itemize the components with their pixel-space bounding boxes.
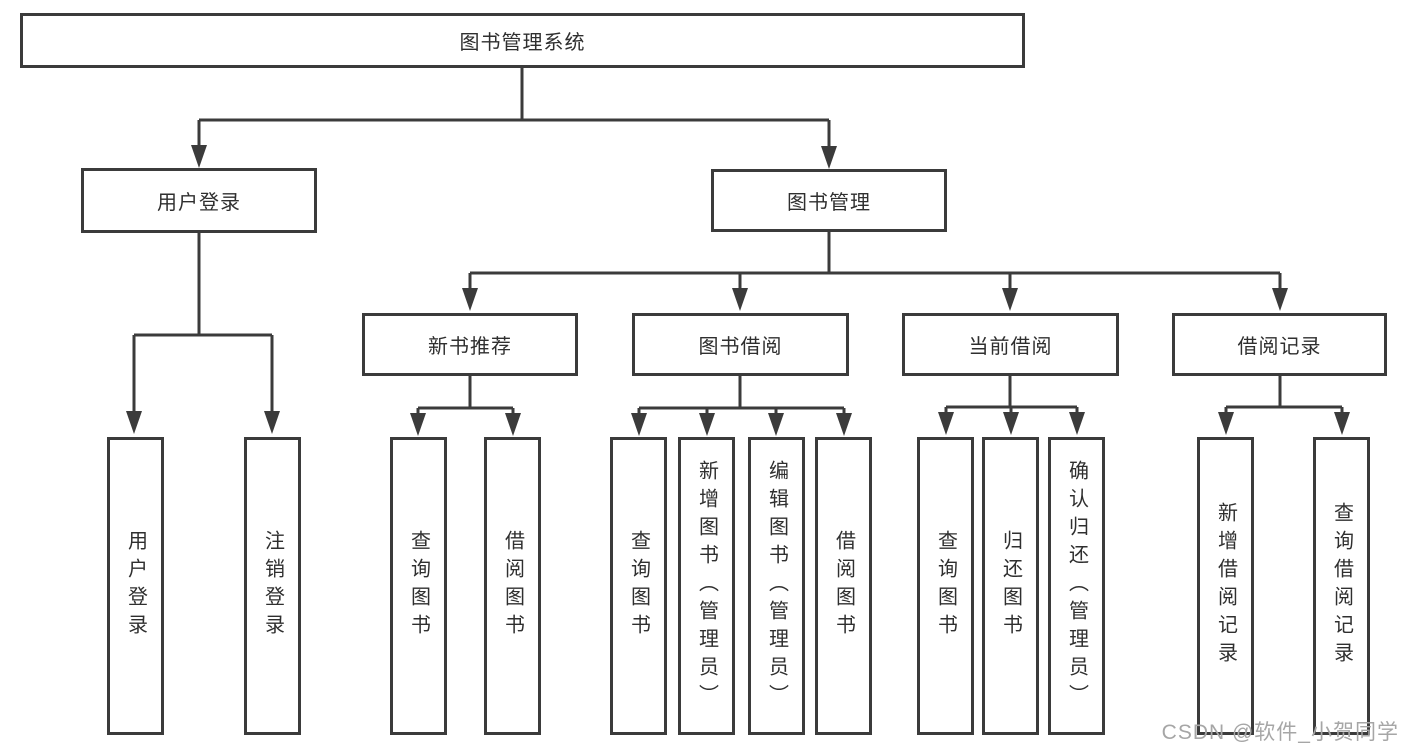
leaf-return-books: 归还图书 (982, 437, 1039, 735)
node-label: 借阅记录 (1237, 336, 1322, 358)
leaf-label: 新增图书（管理员） (695, 460, 718, 712)
leaf-query-books: 查询图书 (610, 437, 667, 735)
node-label: 图书管理 (787, 192, 871, 214)
node-label: 图书借阅 (698, 336, 783, 358)
leaf-user-login: 用户登录 (107, 437, 164, 735)
node-library-management-system: 图书管理系统 (20, 13, 1025, 68)
leaf-label: 编辑图书（管理员） (765, 460, 788, 712)
node-label: 用户登录 (157, 192, 241, 214)
leaf-label: 确认归还（管理员） (1065, 460, 1088, 712)
leaf-label: 用户登录 (124, 530, 147, 642)
leaf-label: 注销登录 (261, 530, 284, 642)
leaf-label: 查询图书 (627, 530, 650, 642)
leaf-label: 新增借阅记录 (1214, 502, 1237, 670)
leaf-add-books-admin: 新增图书（管理员） (678, 437, 735, 735)
leaf-query-books: 查询图书 (917, 437, 974, 735)
node-current-borrow: 当前借阅 (902, 313, 1119, 376)
leaf-query-borrow-record: 查询借阅记录 (1313, 437, 1370, 735)
node-borrow-records: 借阅记录 (1172, 313, 1387, 376)
leaf-confirm-return-admin: 确认归还（管理员） (1048, 437, 1105, 735)
node-label: 当前借阅 (968, 336, 1053, 358)
node-user-login: 用户登录 (81, 168, 317, 233)
leaf-logout: 注销登录 (244, 437, 301, 735)
node-new-book-recommend: 新书推荐 (362, 313, 578, 376)
leaf-label: 查询图书 (934, 530, 957, 642)
arrowheads (126, 145, 1350, 436)
csdn-watermark: CSDN @软件_小贺同学 (1161, 721, 1399, 744)
node-book-management: 图书管理 (711, 169, 947, 232)
leaf-label: 查询图书 (407, 530, 430, 642)
leaf-borrow-books: 借阅图书 (815, 437, 872, 735)
leaf-label: 借阅图书 (501, 530, 524, 642)
leaf-borrow-books: 借阅图书 (484, 437, 541, 735)
leaf-query-books: 查询图书 (390, 437, 447, 735)
leaf-add-borrow-record: 新增借阅记录 (1197, 437, 1254, 735)
node-label: 新书推荐 (428, 336, 512, 358)
leaf-label: 归还图书 (999, 530, 1022, 642)
leaf-edit-books-admin: 编辑图书（管理员） (748, 437, 805, 735)
node-label: 图书管理系统 (459, 32, 586, 54)
leaf-label: 借阅图书 (832, 530, 855, 642)
leaf-label: 查询借阅记录 (1330, 502, 1353, 670)
node-book-borrow: 图书借阅 (632, 313, 849, 376)
